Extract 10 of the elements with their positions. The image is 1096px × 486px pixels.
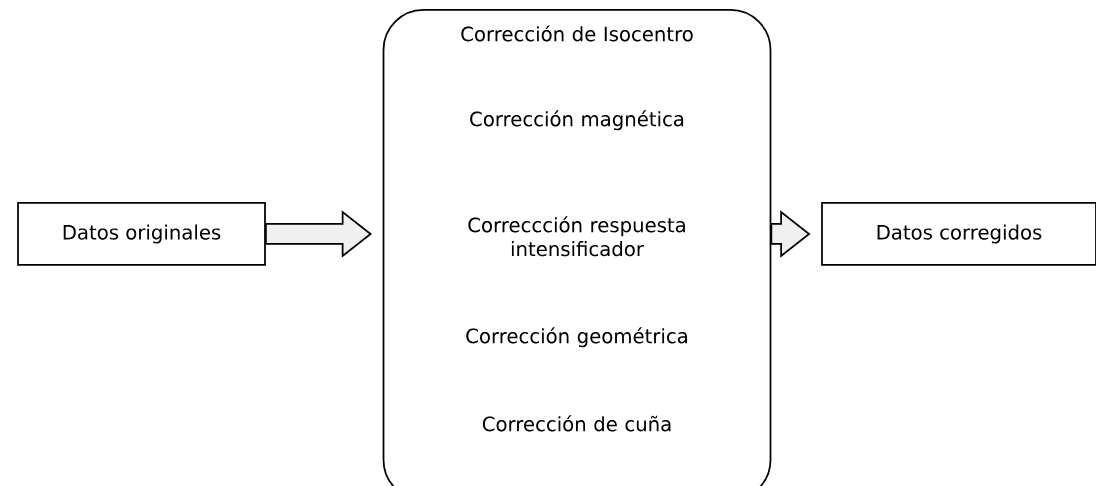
process-box: Datos corregidos [821,202,1096,266]
block-arrow [770,210,811,258]
step-text: Corrección de Isocentro [461,25,693,42]
block-arrow [265,210,373,258]
step-text: Corrección geométrica [466,327,687,348]
process-box: Datos originales [17,202,266,266]
step-text: Corrección magnética [470,110,684,131]
step-text: Correccción respuesta intensificador [468,216,685,257]
step-text: Corrección de cuña [482,415,671,432]
process-panel [382,9,772,486]
